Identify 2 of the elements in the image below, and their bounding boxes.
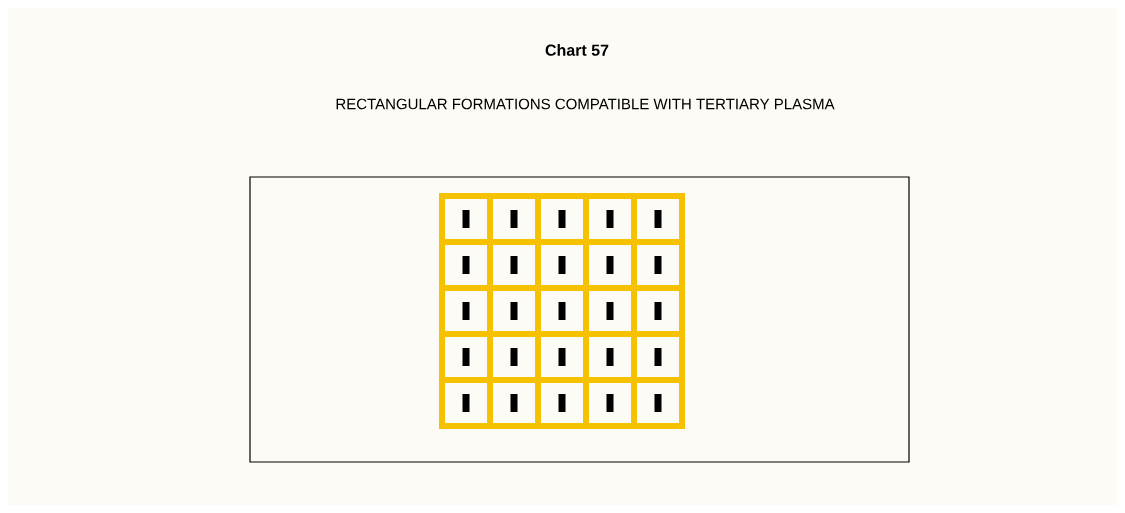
title: Chart 57 <box>545 44 609 56</box>
subtitle: RECTANGULAR FORMATIONS COMPATIBLE WITH TERTIARY PLASMA <box>336 98 835 110</box>
